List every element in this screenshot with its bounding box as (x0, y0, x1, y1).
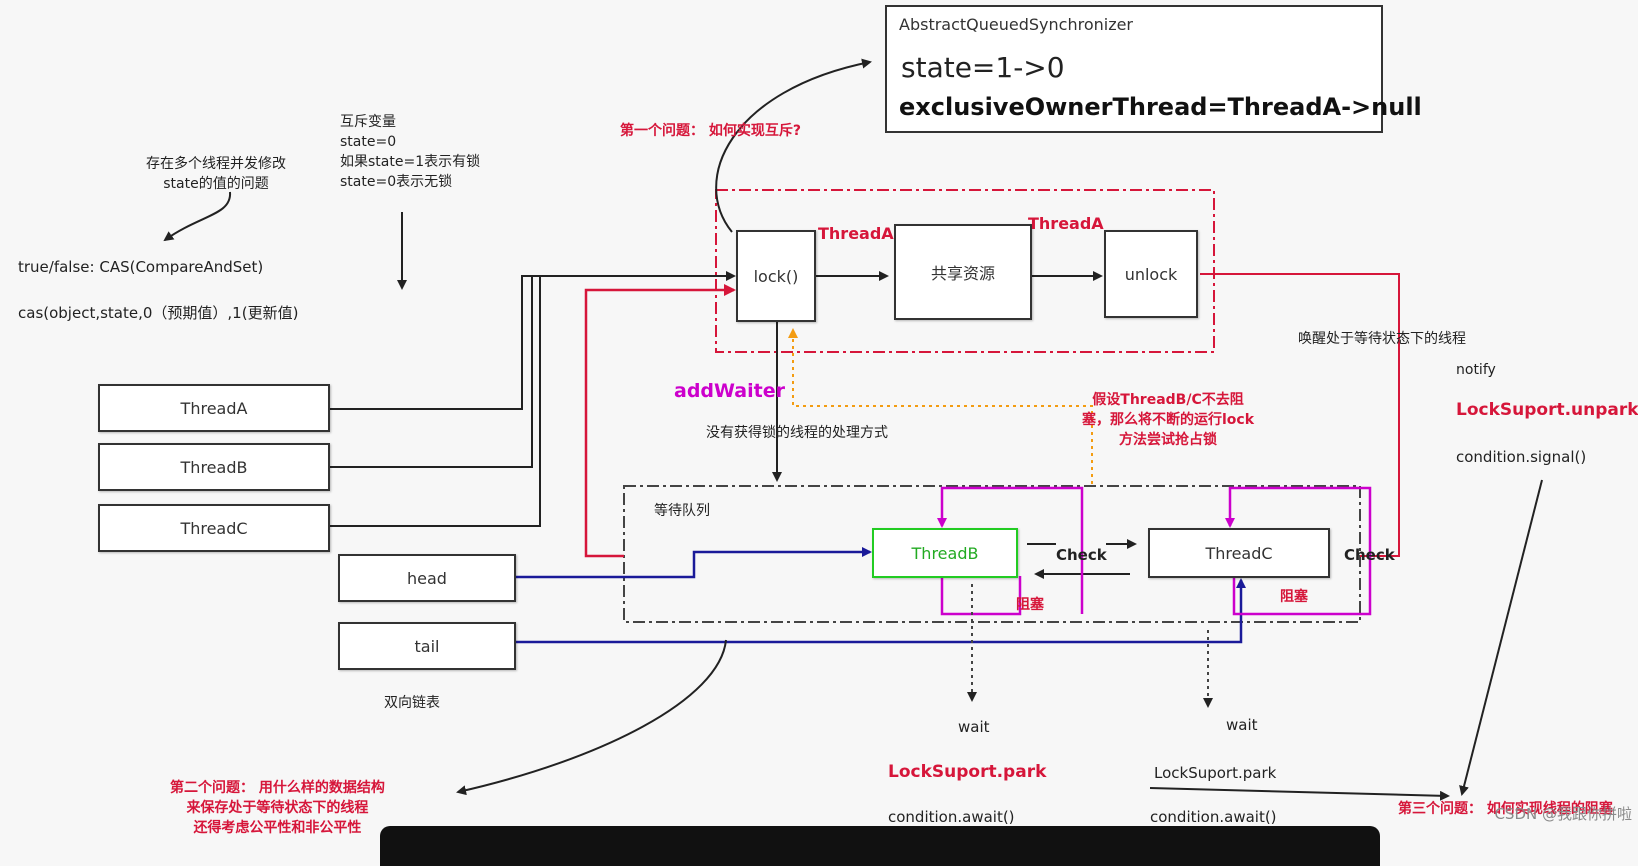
unlock-box: unlock (1104, 230, 1198, 318)
concurrency-note-line-1: 存在多个线程并发修改 (146, 156, 286, 172)
mutex-note-line-2: state=0 (340, 134, 397, 150)
lock-box: lock() (736, 230, 816, 322)
threadB-line (330, 276, 533, 468)
question-3: 第三个问题： 如何实现线程的阻塞 (1398, 801, 1613, 817)
question-1: 第一个问题： 如何实现互斥? (620, 123, 801, 139)
cas-call-note: cas(object,state,0（预期值）,1(更新值) (18, 304, 299, 322)
notify-label: notify (1456, 362, 1496, 378)
lock-support-unpark: LockSuport.unpark (1456, 400, 1638, 420)
park-to-q3-line (1149, 787, 1450, 801)
mutex-note-line-1: 互斥变量 (340, 114, 396, 130)
check-label-2: Check (1344, 546, 1395, 564)
condition-signal: condition.signal() (1456, 448, 1587, 466)
no-lock-note: 没有获得锁的线程的处理方式 (706, 425, 888, 441)
question-2: 第二个问题： 用什么样的数据结构 来保存处于等待状态下的线程 还得考虑公平性和非… (170, 778, 385, 838)
aqs-box: AbstractQueuedSynchronizer state=1->0 ex… (885, 5, 1422, 133)
tail-pointer-line (516, 578, 1246, 644)
threadA-line (330, 271, 736, 410)
thread-b-box: ThreadB (98, 443, 330, 491)
unlock-wake-line (1200, 273, 1400, 557)
add-waiter-label: addWaiter (674, 380, 785, 402)
lock-to-aqs-arrow (715, 58, 872, 233)
lock-support-park-b: LockSuport.park (888, 762, 1047, 782)
requeue-red-line (584, 284, 736, 558)
wait-label-c: wait (1226, 716, 1258, 734)
critical-section-frame (715, 189, 1215, 353)
q2-arrow (456, 639, 727, 796)
aqs-state: state=1->0 (901, 51, 1065, 84)
mutex-note: 互斥变量 state=0 如果state=1表示有锁 state=0表示无锁 (340, 112, 480, 192)
subtitle-bar (380, 826, 1380, 866)
diagram-connectors (163, 58, 1543, 801)
mutex-note-line-3: 如果state=1表示有锁 (340, 154, 481, 170)
assume-feedback-line (788, 328, 1093, 484)
condition-await-c: condition.await() (1150, 808, 1277, 826)
aqs-owner: exclusiveOwnerThread=ThreadA->null (899, 93, 1422, 121)
threadC-line (330, 276, 541, 527)
threadC-block-loop (1225, 486, 1372, 616)
thread-a-box: ThreadA (98, 384, 330, 432)
queue-thread-b-box: ThreadB (872, 528, 1018, 578)
head-pointer-box: head (338, 554, 516, 602)
aqs-title: AbstractQueuedSynchronizer (899, 15, 1134, 34)
assume-note-line-3: 方法尝试抢占锁 (1119, 432, 1218, 448)
cas-note: true/false: CAS(CompareAndSet) (18, 258, 264, 276)
question-2-line-2: 来保存处于等待状态下的线程 (186, 800, 369, 816)
mutex-note-line-4: state=0表示无锁 (340, 174, 453, 190)
assume-note-line-2: 塞，那么将不断的运行lock (1082, 412, 1255, 428)
check-label-1: Check (1056, 546, 1107, 564)
assume-note-line-1: 假设ThreadB/C不去阻 (1092, 392, 1244, 408)
thread-a-label-1: ThreadA (818, 224, 894, 243)
csdn-watermark: CSDN @我跟你拼啦 (1494, 805, 1632, 823)
wait-queue-frame (623, 485, 1361, 623)
wake-note: 唤醒处于等待状态下的线程 (1298, 331, 1466, 347)
tail-pointer-box: tail (338, 622, 516, 670)
question-2-line-1: 第二个问题： 用什么样的数据结构 (170, 780, 385, 796)
assume-note: 假设ThreadB/C不去阻 塞，那么将不断的运行lock 方法尝试抢占锁 (1082, 390, 1254, 450)
block-label-b: 阻塞 (1016, 597, 1044, 613)
wait-queue-label: 等待队列 (654, 503, 710, 519)
condition-await-b: condition.await() (888, 808, 1015, 826)
linked-list-label: 双向链表 (384, 695, 440, 711)
thread-c-box: ThreadC (98, 504, 330, 552)
concurrency-note-line-2: state的值的问题 (163, 176, 269, 192)
lock-support-park-c: LockSuport.park (1154, 764, 1277, 782)
wait-label-b: wait (958, 718, 990, 736)
threadB-block-loop (942, 486, 1084, 616)
concurrency-note-arrow (163, 191, 232, 242)
concurrency-note: 存在多个线程并发修改 state的值的问题 (146, 154, 286, 194)
block-label-c: 阻塞 (1280, 589, 1308, 605)
queue-thread-c-box: ThreadC (1148, 528, 1330, 578)
head-pointer-line (516, 547, 872, 579)
shared-resource-box: 共享资源 (894, 224, 1032, 320)
question-2-line-3: 还得考虑公平性和非公平性 (193, 820, 362, 836)
thread-a-label-2: ThreadA (1028, 214, 1104, 233)
signal-to-q3-arrow (1459, 479, 1543, 796)
